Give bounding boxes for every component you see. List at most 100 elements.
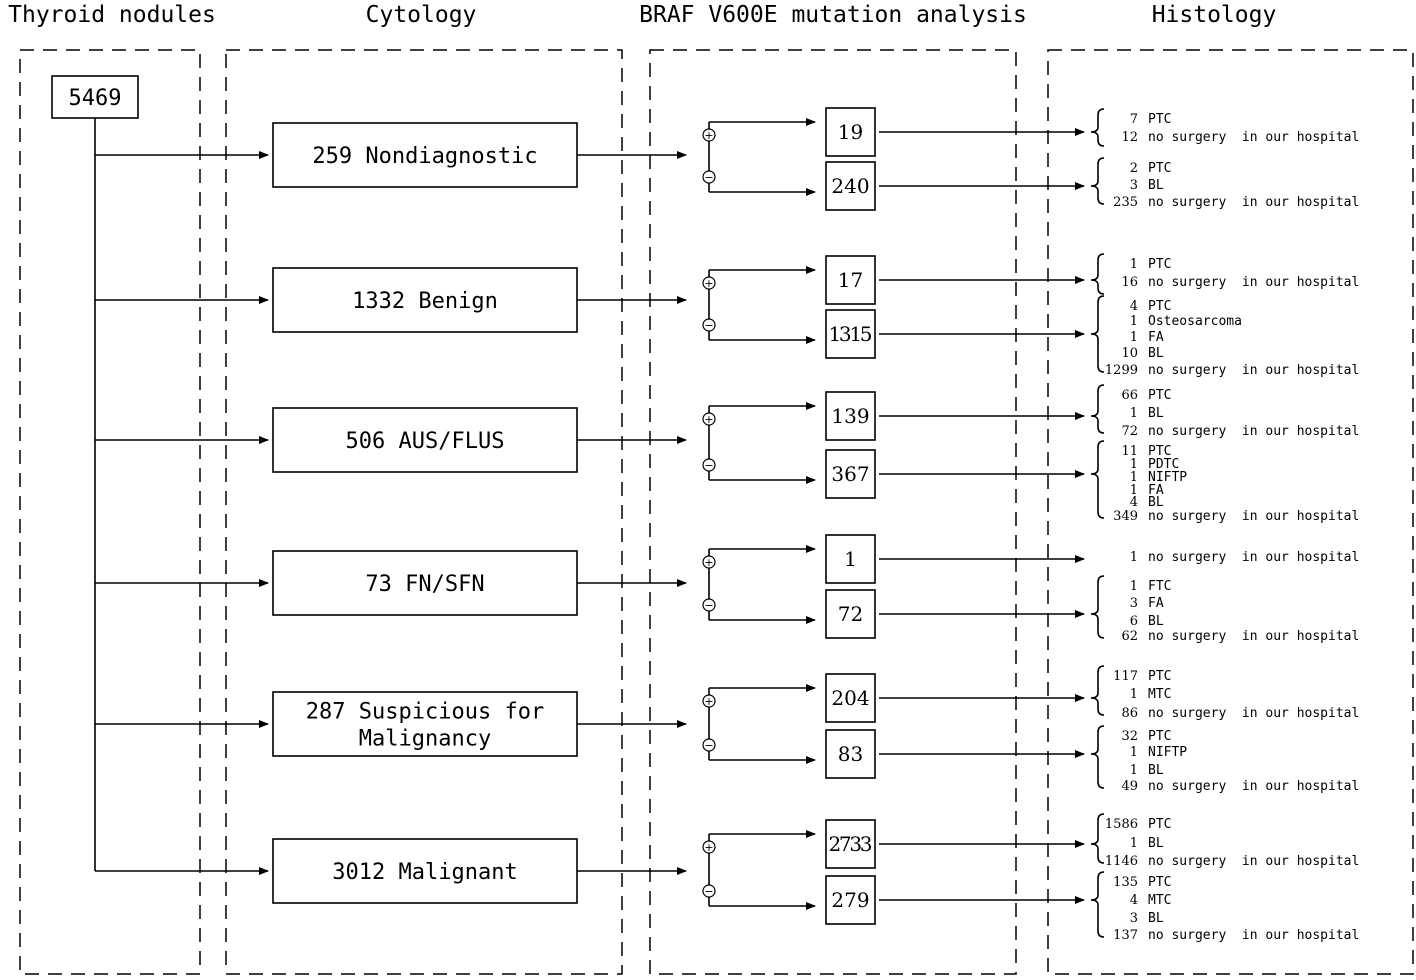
histology-label: PTC [1148,388,1171,403]
histology-label: no surgery in our hospital [1148,550,1359,565]
cytology-box [272,838,578,904]
frame-histology [1047,49,1414,975]
positive-sign-circle [702,412,716,426]
histology-brace [1090,871,1105,938]
positive-count: 17 [838,268,863,292]
positive-count-box [825,391,876,441]
histology-brace [1090,108,1105,147]
negative-sign: − [704,885,713,898]
histology-label: NIFTP [1148,745,1187,760]
histology-count: 32 [1121,729,1138,744]
cytology-box [272,407,578,473]
negative-sign-circle [702,170,716,184]
frame-cytology [225,49,623,975]
histology-label: PTC [1148,299,1171,314]
positive-sign-circle [702,555,716,569]
histology-brace [1090,725,1105,789]
negative-count: 72 [838,602,863,626]
histology-label: PTC [1148,669,1171,684]
positive-count-box [825,819,876,869]
histology-count: 1 [1130,579,1138,594]
negative-sign: − [704,459,713,472]
histology-label: no surgery in our hospital [1148,195,1359,210]
histology-label: no surgery in our hospital [1148,706,1359,721]
frame-mutation [649,49,1017,975]
histology-count: 1 [1130,483,1138,498]
histology-brace [1090,384,1105,434]
header-thyroid-nodules: Thyroid nodules [8,2,216,28]
positive-count-box [825,107,876,157]
negative-count: 1315 [829,322,873,346]
histology-brace [1090,813,1105,864]
histology-label: FTC [1148,579,1171,594]
histology-count: 1 [1130,550,1138,565]
histology-count: 4 [1130,299,1138,314]
histology-count: 1 [1130,836,1138,851]
histology-label: BL [1148,836,1164,851]
histology-label: no surgery in our hospital [1148,629,1359,644]
histology-label: MTC [1148,893,1171,908]
histology-label: FA [1148,483,1164,498]
positive-sign-circle [702,694,716,708]
histology-count: 3 [1130,178,1138,193]
histology-count: 62 [1121,629,1138,644]
positive-sign: + [704,556,713,569]
row-4: 73 FN/SFN + − 1 1 no surgery in our hospital 7… [95,534,1359,644]
histology-label: no surgery in our hospital [1148,363,1359,378]
histology-count: 1 [1130,687,1138,702]
negative-sign: − [704,171,713,184]
histology-count: 7 [1130,112,1138,127]
histology-count: 1 [1130,314,1138,329]
histology-count: 2 [1130,161,1138,176]
histology-count: 1 [1130,470,1138,485]
negative-count-box [825,449,876,499]
histology-label: FA [1148,330,1164,345]
histology-label: Osteosarcoma [1148,314,1242,329]
negative-sign: − [704,739,713,752]
histology-label: PTC [1148,161,1171,176]
cytology-label: 259 Nondiagnostic [312,144,537,169]
histology-label: BL [1148,346,1164,361]
histology-label: PTC [1148,112,1171,127]
histology-label: no surgery in our hospital [1148,275,1359,290]
header-braf-mutation: BRAF V600E mutation analysis [639,2,1027,28]
histology-count: 1 [1130,763,1138,778]
histology-label: BL [1148,406,1164,421]
histology-count: 1 [1130,330,1138,345]
histology-label: no surgery in our hospital [1148,779,1359,794]
histology-label: BL [1148,763,1164,778]
positive-count: 19 [838,120,863,144]
histology-count: 3 [1130,596,1138,611]
histology-label: BL [1148,495,1164,510]
histology-label: BL [1148,614,1164,629]
positive-sign: + [704,413,713,426]
positive-sign-circle [702,128,716,142]
histology-count: 1146 [1105,854,1138,869]
histology-count: 1 [1130,457,1138,472]
histology-count: 1299 [1105,363,1138,378]
cytology-label: 1332 Benign [352,289,498,314]
histology-label: PTC [1148,444,1171,459]
histology-label: BL [1148,178,1164,193]
histology-count: 135 [1113,875,1138,890]
positive-count: 204 [831,686,869,710]
cytology-label: 287 Suspicious for [306,700,544,725]
cytology-label: Malignancy [359,727,491,752]
cytology-label: 73 FN/SFN [365,572,484,597]
negative-sign: − [704,599,713,612]
histology-count: 6 [1130,614,1138,629]
histology-label: no surgery in our hospital [1148,509,1359,524]
histology-count: 117 [1113,669,1138,684]
histology-label: PTC [1148,817,1171,832]
histology-count: 16 [1121,275,1138,290]
positive-count: 2733 [829,832,873,856]
negative-count-box [825,309,876,359]
positive-count: 1 [844,547,857,571]
header-histology: Histology [1152,2,1277,28]
histology-count: 86 [1121,706,1138,721]
negative-sign-circle [702,884,716,898]
